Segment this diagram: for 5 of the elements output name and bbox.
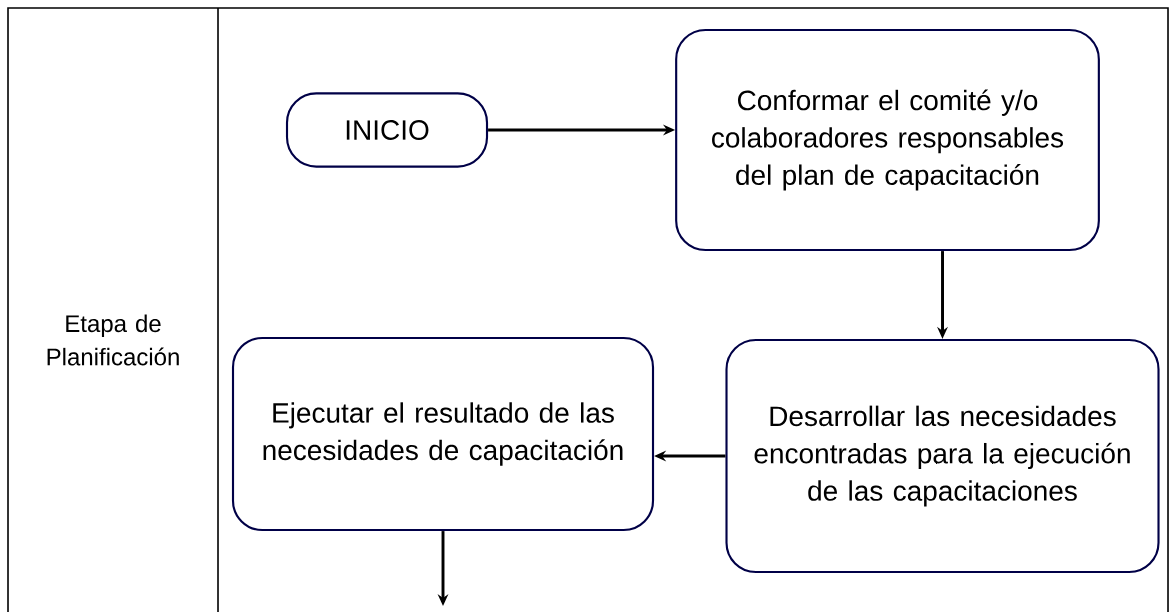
rounded-box: Ejecutar el resultado de las necesidades de capacitación (231, 336, 655, 532)
lane-label: Etapa de Planificación (47, 314, 179, 366)
rounded-box: Conformar el comité y/o colaboradores responsables del plan de capacitación (675, 28, 1100, 252)
rounded-box: Desarrollar las necesidades encontradas para la ejecución de las capacitaciones (725, 338, 1160, 574)
rounded-box: INICIO (285, 92, 489, 168)
